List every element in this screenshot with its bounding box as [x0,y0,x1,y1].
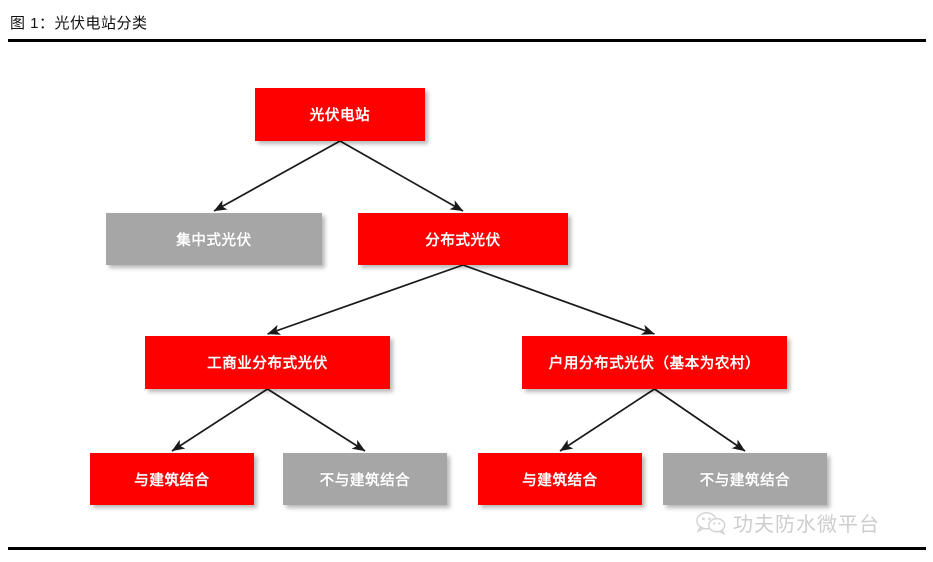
header-divider [8,39,926,42]
diagram-node-label: 光伏电站 [309,108,371,124]
diagram-edge-distributed-to-residential [462,264,655,335]
diagram-node-label: 与建筑结合 [134,472,210,489]
diagram-edge-root-to-distributed [339,140,464,212]
diagram-node-r-bipv[interactable]: 与建筑结合 [478,453,642,505]
diagram-edges [171,140,746,452]
diagram-edge-residential-to-r-nonbipv [654,388,746,452]
diagram-node-centralized[interactable]: 集中式光伏 [106,213,322,265]
diagram-node-label: 集中式光伏 [176,232,252,249]
diagram-node-c-bipv[interactable]: 与建筑结合 [90,453,254,505]
diagram-node-distributed[interactable]: 分布式光伏 [358,213,568,265]
diagram-node-label: 户用分布式光伏（基本为农村） [548,356,761,372]
diagram-node-label: 不与建筑结合 [319,472,411,489]
diagram-node-label: 分布式光伏 [425,232,501,249]
page-title: 图 1：光伏电站分类 [10,15,148,32]
diagram-edge-commercial-to-c-nonbipv [267,388,366,452]
diagram-node-label: 与建筑结合 [522,472,598,489]
watermark: 功夫防水微平台 [696,508,880,537]
diagram-edge-root-to-centralized [213,140,341,212]
diagram-canvas: 光伏电站集中式光伏 分布式光伏工商业分布式光伏 户用分布式光伏（基本为农村） 与建筑结… [0,44,933,544]
diagram-node-root[interactable]: 光伏电站 [255,88,425,141]
wechat-icon [696,511,726,535]
watermark-text: 功夫防水微平台 [733,514,880,536]
footer-divider [8,547,926,550]
diagram-edge-commercial-to-c-bipv [171,388,268,452]
diagram-node-label: 工商业分布式光伏 [207,356,328,372]
diagram-node-residential[interactable]: 户用分布式光伏（基本为农村） [522,336,787,389]
diagram-edge-distributed-to-commercial [267,264,464,335]
diagram-node-label: 不与建筑结合 [699,472,791,489]
diagram-node-commercial[interactable]: 工商业分布式光伏 [145,336,390,389]
diagram-edge-residential-to-r-bipv [559,388,655,452]
diagram-node-c-nonbipv[interactable]: 不与建筑结合 [283,453,447,505]
diagram-node-r-nonbipv[interactable]: 不与建筑结合 [663,453,827,505]
